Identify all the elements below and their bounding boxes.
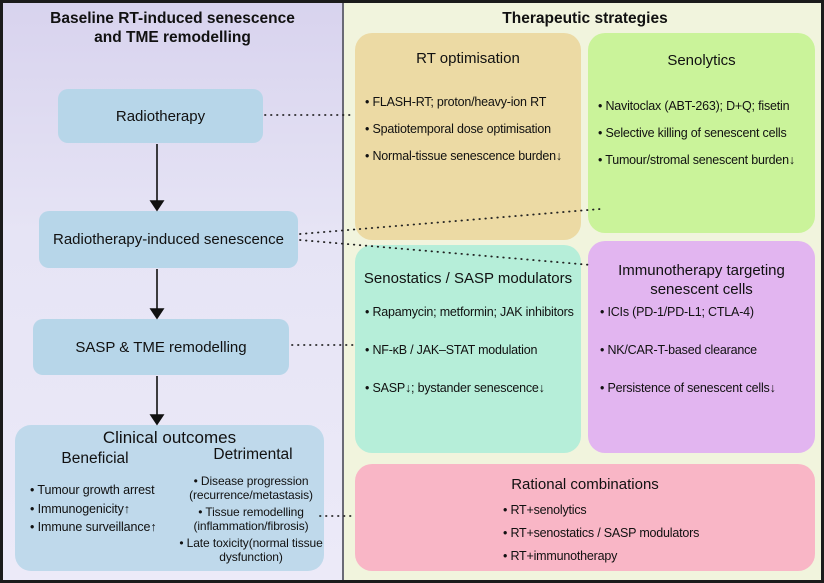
card-immunotherapy-title: Immunotherapy targeting senescent cells <box>618 262 785 298</box>
detrimental-item: • Tissue remodelling (inflammation/fibro… <box>193 505 309 533</box>
right-panel-title: Therapeutic strategies <box>502 10 668 27</box>
card-rt-optimisation: RT optimisation • FLASH-RT; proton/heavy… <box>355 33 581 240</box>
beneficial-item: • Immunogenicity↑ <box>30 501 130 516</box>
detrimental-item: • Late toxicity(normal tissue dysfunctio… <box>179 536 323 564</box>
card-senostatics-sasp-modulators: Senostatics / SASP modulators • Rapamyci… <box>355 245 581 453</box>
detrimental-heading: Detrimental <box>213 446 293 463</box>
card-immunotherapy: Immunotherapy targeting senescent cells … <box>588 241 815 453</box>
bullet-item: • RT+immunotherapy <box>503 549 618 563</box>
baseline-panel: Baseline RT-induced senescence and TME r… <box>3 3 344 580</box>
bullet-item: • NF-κB / JAK–STAT modulation <box>365 343 538 357</box>
bullet-item: • Normal-tissue senescence burden↓ <box>365 149 562 163</box>
beneficial-item: • Immune surveillance↑ <box>30 520 157 534</box>
card-senostatics-title: Senostatics / SASP modulators <box>363 270 573 287</box>
bullet-item: • Selective killing of senescent cells <box>598 126 787 140</box>
card-senolytics: Senolytics • Navitoclax (ABT-263); D+Q; … <box>588 33 815 233</box>
bullet-item: • Rapamycin; metformin; JAK inhibitors <box>365 305 574 319</box>
beneficial-list: • Tumour growth arrest • Immunogenicity↑… <box>30 481 157 537</box>
detrimental-item: • Disease progression (recurrence/metast… <box>189 474 313 502</box>
bullet-item: • RT+senolytics <box>503 503 587 517</box>
clinical-outcomes-box: Clinical outcomes Beneficial Detrimental… <box>15 425 324 571</box>
bullet-item: • NK/CAR-T-based clearance <box>600 343 757 357</box>
card-rational-combinations-title: Rational combinations <box>511 476 659 493</box>
bullet-item: • RT+senostatics / SASP modulators <box>503 526 700 540</box>
card-senolytics-bullets: • Navitoclax (ABT-263); D+Q; fisetin • S… <box>598 99 795 180</box>
beneficial-heading: Beneficial <box>61 450 129 467</box>
node-sasp-tme-remodelling: SASP & TME remodelling <box>33 319 289 375</box>
bullet-item: • Spatiotemporal dose optimisation <box>365 122 551 136</box>
detrimental-list: • Disease progression (recurrence/metast… <box>175 474 327 567</box>
node-sasp-label: SASP & TME remodelling <box>75 338 247 356</box>
clinical-outcomes-title: Clinical outcomes <box>102 428 237 447</box>
bullet-item: • ICIs (PD-1/PD-L1; CTLA-4) <box>600 305 754 319</box>
card-rt-optimisation-bullets: • FLASH-RT; proton/heavy-ion RT • Spatio… <box>365 95 562 176</box>
card-rt-optimisation-title: RT optimisation <box>416 50 520 67</box>
beneficial-item: • Tumour growth arrest <box>30 483 155 497</box>
bullet-item: • SASP↓; bystander senescence↓ <box>365 381 545 395</box>
node-radiotherapy: Radiotherapy <box>58 89 263 143</box>
card-senolytics-title: Senolytics <box>667 52 736 69</box>
bullet-item: • FLASH-RT; proton/heavy-ion RT <box>365 95 547 109</box>
bullet-item: • Tumour/stromal senescent burden↓ <box>598 153 795 167</box>
node-radiotherapy-induced-senescence: Radiotherapy-induced senescence <box>39 211 298 268</box>
card-senostatics-bullets: • Rapamycin; metformin; JAK inhibitors •… <box>365 305 574 419</box>
bullet-item: • Navitoclax (ABT-263); D+Q; fisetin <box>598 99 790 113</box>
left-panel-title: Baseline RT-induced senescence and TME r… <box>50 10 295 46</box>
card-immunotherapy-bullets: • ICIs (PD-1/PD-L1; CTLA-4) • NK/CAR-T-b… <box>600 305 776 419</box>
bullet-item: • Persistence of senescent cells↓ <box>600 381 776 395</box>
node-radiotherapy-label: Radiotherapy <box>115 107 206 125</box>
card-rational-combinations-bullets: • RT+senolytics • RT+senostatics / SASP … <box>503 503 699 571</box>
card-rational-combinations: Rational combinations • RT+senolytics • … <box>355 464 815 571</box>
node-ris-label: Radiotherapy-induced senescence <box>53 231 284 248</box>
